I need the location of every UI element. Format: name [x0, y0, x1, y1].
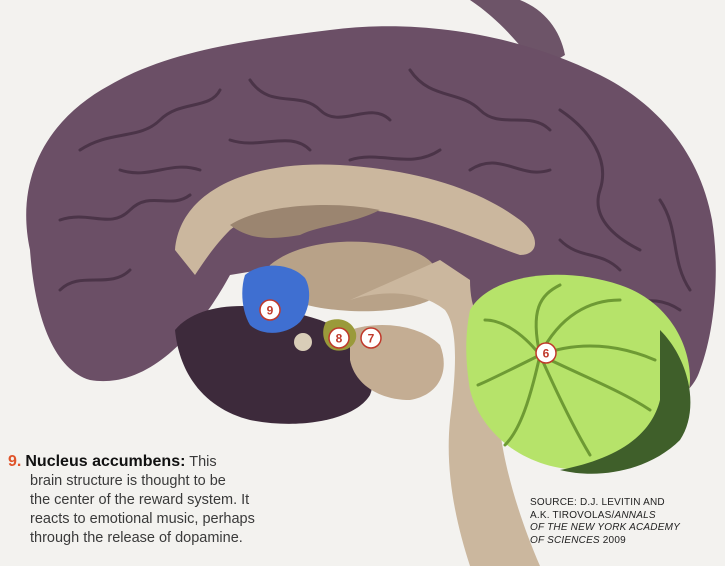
source-line-4: OF SCIENCES 2009 [530, 535, 720, 548]
caption-line-1: brain structure is thought to be [8, 472, 308, 491]
marker-6: 6 [536, 343, 556, 363]
marker-7-label: 7 [368, 332, 375, 346]
marker-9: 9 [260, 300, 280, 320]
caption: 9. Nucleus accumbens: This brain structu… [8, 452, 308, 548]
source-credit: SOURCE: D.J. LEVITIN AND A.K. TIROVOLAS/… [530, 497, 720, 547]
source-line-4-plain: 2009 [600, 535, 626, 546]
marker-7: 7 [361, 328, 381, 348]
caption-number: 9. [8, 453, 21, 470]
marker-8: 8 [329, 328, 349, 348]
caption-line-3: reacts to emotional music, perhaps [8, 510, 308, 529]
source-line-2-italic: ANNALS [615, 510, 656, 521]
caption-title: Nucleus accumbens: [25, 453, 185, 470]
caption-line-2: the center of the reward system. It [8, 491, 308, 510]
small-structure [294, 333, 312, 351]
source-line-1: SOURCE: D.J. LEVITIN AND [530, 497, 720, 510]
marker-9-label: 9 [267, 304, 274, 318]
caption-line-4: through the release of dopamine. [8, 529, 308, 548]
source-line-2: A.K. TIROVOLAS/ANNALS [530, 510, 720, 523]
marker-6-label: 6 [543, 347, 550, 361]
source-line-2-plain: A.K. TIROVOLAS/ [530, 510, 615, 521]
marker-8-label: 8 [336, 332, 343, 346]
source-line-3: OF THE NEW YORK ACADEMY [530, 522, 720, 535]
source-line-4-italic: OF SCIENCES [530, 535, 600, 546]
caption-line-0: This [189, 454, 216, 470]
